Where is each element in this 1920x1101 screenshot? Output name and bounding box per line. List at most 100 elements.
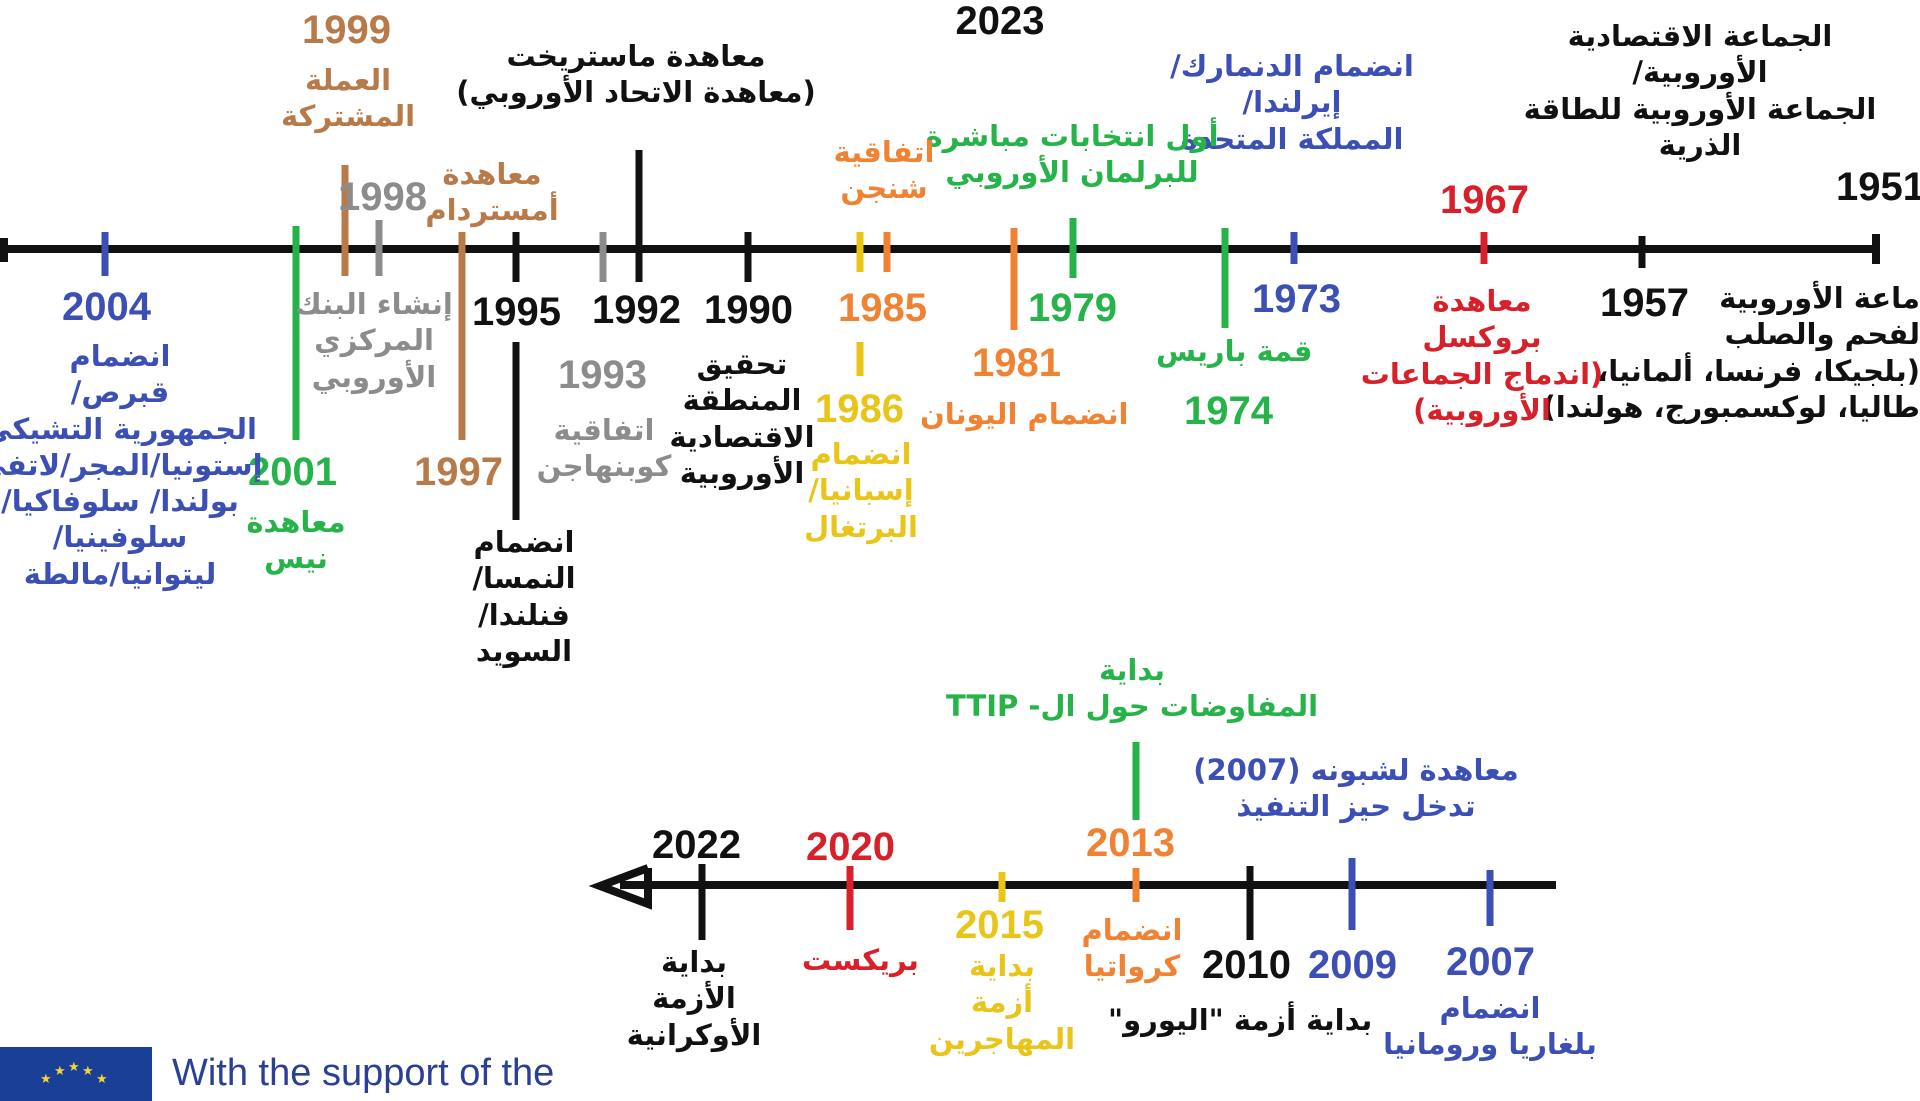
text-line: قبرص/: [70, 375, 170, 410]
year-2009: 2009: [1308, 943, 1397, 987]
text-line: معاهدة: [1432, 284, 1532, 318]
text-line: اتفاقية: [553, 413, 655, 447]
text-line: البرتغال: [803, 509, 919, 544]
text-line: معاهدة لشبونه (2007): [1193, 753, 1519, 787]
year-1997: 1997: [414, 450, 503, 494]
text-line: المملكة المتحدة: [1180, 121, 1404, 156]
text-line: الأوروبية): [1413, 392, 1551, 427]
year-2001: 2001: [248, 450, 337, 494]
text-line: معاهدة: [246, 505, 346, 539]
bottom-axis-arrow: [588, 864, 652, 910]
event-1974-text: قمة باريس: [1156, 333, 1312, 369]
text-line: المشتركة: [280, 99, 416, 134]
year-1957: 1957: [1600, 281, 1689, 325]
text-line: لفحم والصلب: [1724, 317, 1920, 352]
text-line: أمستردام: [425, 193, 559, 228]
text-line: بداية: [660, 945, 728, 979]
text-line: سلوفينيا/: [52, 520, 188, 555]
text-line: بروكسل: [1422, 320, 1542, 355]
text-line: الأوروبي: [311, 359, 437, 394]
year-2010: 2010: [1202, 943, 1291, 987]
text-line: الاقتصادية: [669, 419, 815, 454]
text-line: الجماعة الأوروبية للطاقة: [1523, 91, 1877, 126]
year-1967: 1967: [1440, 178, 1529, 222]
event-1973-text: انضمام الدنمارك/إيرلندا/المملكة المتحدة: [1170, 48, 1414, 157]
text-line: الجماعة الاقتصادية: [1567, 19, 1833, 53]
text-line: (معاهدة الاتحاد الأوروبي): [456, 75, 816, 110]
text-line: الذرية: [1658, 127, 1742, 162]
eu-star-icon: ★: [96, 1072, 108, 1087]
text-line: النمسا/: [472, 561, 576, 596]
text-line: إسبانيا/: [808, 473, 914, 508]
text-line: إيرلندا/: [1242, 85, 1342, 120]
text-line: معاهدة: [442, 157, 542, 191]
year-1973: 1973: [1252, 277, 1341, 321]
year-1951: 1951: [1836, 165, 1920, 209]
year-1992: 1992: [592, 288, 681, 332]
event-2020-text: بريكست: [802, 942, 919, 978]
year-1993: 1993: [558, 353, 647, 397]
year-1990: 1990: [704, 288, 793, 332]
year-2015: 2015: [955, 903, 1044, 947]
text-line: أول انتخابات مباشرة: [925, 119, 1219, 153]
text-line: معاهدة ماستريخت: [506, 39, 766, 73]
year-2020: 2020: [806, 825, 895, 869]
eu-flag-logo: ★ ★ ★ ★ ★: [0, 1047, 152, 1101]
year-2023: 2023: [955, 0, 1045, 43]
eu-star-icon: ★: [54, 1064, 66, 1079]
text-line: المركزي: [314, 323, 434, 358]
text-line: اتفاقية: [833, 135, 935, 169]
text-line: قمة باريس: [1156, 334, 1313, 368]
text-line: ليتوانيا/مالطة: [23, 556, 217, 591]
text-line: انضمام الدنمارك/: [1170, 49, 1414, 83]
text-line: للبرلمان الأوروبي: [945, 155, 1199, 190]
text-line: المهاجرين: [928, 1021, 1076, 1056]
text-line: انضمام: [69, 339, 171, 373]
text-line: (اندماج الجماعات: [1360, 356, 1604, 391]
eu-star-icon: ★: [40, 1072, 52, 1087]
text-line: الأوكرانية: [626, 1017, 762, 1052]
year-1995: 1995: [472, 290, 561, 334]
text-line: الأزمة: [652, 981, 736, 1016]
text-line: انضمام: [1081, 913, 1183, 947]
event-2010-text: بداية أزمة "اليورو": [1108, 1002, 1372, 1038]
year-1974: 1974: [1184, 389, 1273, 433]
event-1992-text: معاهدة ماستريخت(معاهدة الاتحاد الأوروبي): [456, 38, 816, 111]
text-line: ماعة الأوروبية: [1719, 281, 1920, 315]
text-line: كرواتيا: [1083, 949, 1181, 984]
year-2013: 2013: [1086, 821, 1175, 865]
text-line: إستونيا/المجر/لاتفي: [0, 447, 263, 482]
text-line: شنجن: [840, 171, 928, 206]
year-2007: 2007: [1446, 940, 1535, 984]
text-line: بداية أزمة "اليورو": [1108, 1003, 1373, 1037]
year-1979: 1979: [1028, 286, 1117, 330]
text-line: العملة: [304, 63, 392, 97]
year-1981: 1981: [972, 341, 1061, 385]
text-line: بولندا/ سلوفاكيا/: [1, 484, 239, 518]
event-1981-text: انضمام اليونان: [920, 396, 1128, 432]
text-line: تحقيق: [696, 347, 788, 381]
text-line: نيس: [264, 541, 328, 576]
text-line: (بلجيكا، فرنسا، ألمانيا،: [1597, 353, 1920, 388]
support-text: With the support of the: [172, 1052, 555, 1094]
text-line: فنلندا/: [478, 597, 570, 632]
text-line: بداية: [1098, 653, 1166, 687]
text-line: المفاوضات حول ال- TTIP: [945, 689, 1319, 724]
text-line: المنطقة: [682, 383, 802, 418]
